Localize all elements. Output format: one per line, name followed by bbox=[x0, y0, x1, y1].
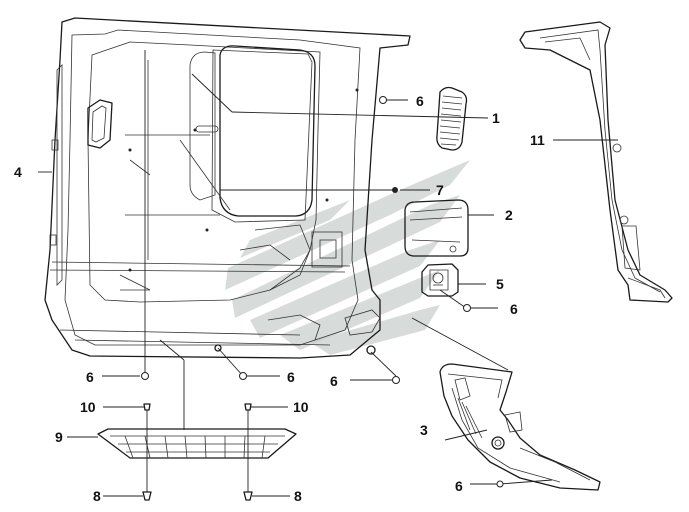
callout-7: 7 bbox=[436, 182, 444, 198]
callout-8-left: 8 bbox=[93, 488, 101, 504]
callout-6-bottom-middle: 6 bbox=[287, 369, 295, 385]
callout-10-left: 10 bbox=[80, 399, 96, 415]
callout-10-right: 10 bbox=[293, 399, 309, 415]
side-cover bbox=[404, 199, 469, 257]
callout-9: 9 bbox=[55, 429, 63, 445]
callout-4: 4 bbox=[14, 164, 22, 180]
lower-sill-trim bbox=[439, 363, 601, 491]
callout-11: 11 bbox=[530, 132, 545, 148]
callout-8-right: 8 bbox=[294, 488, 302, 504]
quarter-trim-panel bbox=[44, 17, 411, 359]
leader-lines bbox=[38, 50, 618, 497]
callout-6-bottom-left: 6 bbox=[86, 369, 94, 385]
callout-3: 3 bbox=[420, 422, 428, 438]
pillar-trim bbox=[519, 21, 673, 303]
screw-10-left bbox=[143, 403, 151, 411]
callout-6-top: 6 bbox=[416, 93, 424, 109]
hook-bracket bbox=[421, 263, 459, 297]
callout-6-bottom-right: 6 bbox=[330, 373, 338, 389]
callout-6-part3: 6 bbox=[455, 478, 463, 494]
callout-markers bbox=[141, 96, 504, 488]
screw-10-right bbox=[244, 403, 252, 411]
callout-6-part5: 6 bbox=[510, 301, 518, 317]
vent-grille bbox=[436, 86, 468, 151]
callout-2: 2 bbox=[505, 207, 513, 223]
callout-5: 5 bbox=[496, 276, 504, 292]
clip-8-right bbox=[243, 491, 253, 501]
floor-tray bbox=[97, 428, 297, 459]
clip-8-left bbox=[142, 491, 152, 501]
callout-1: 1 bbox=[492, 110, 500, 126]
